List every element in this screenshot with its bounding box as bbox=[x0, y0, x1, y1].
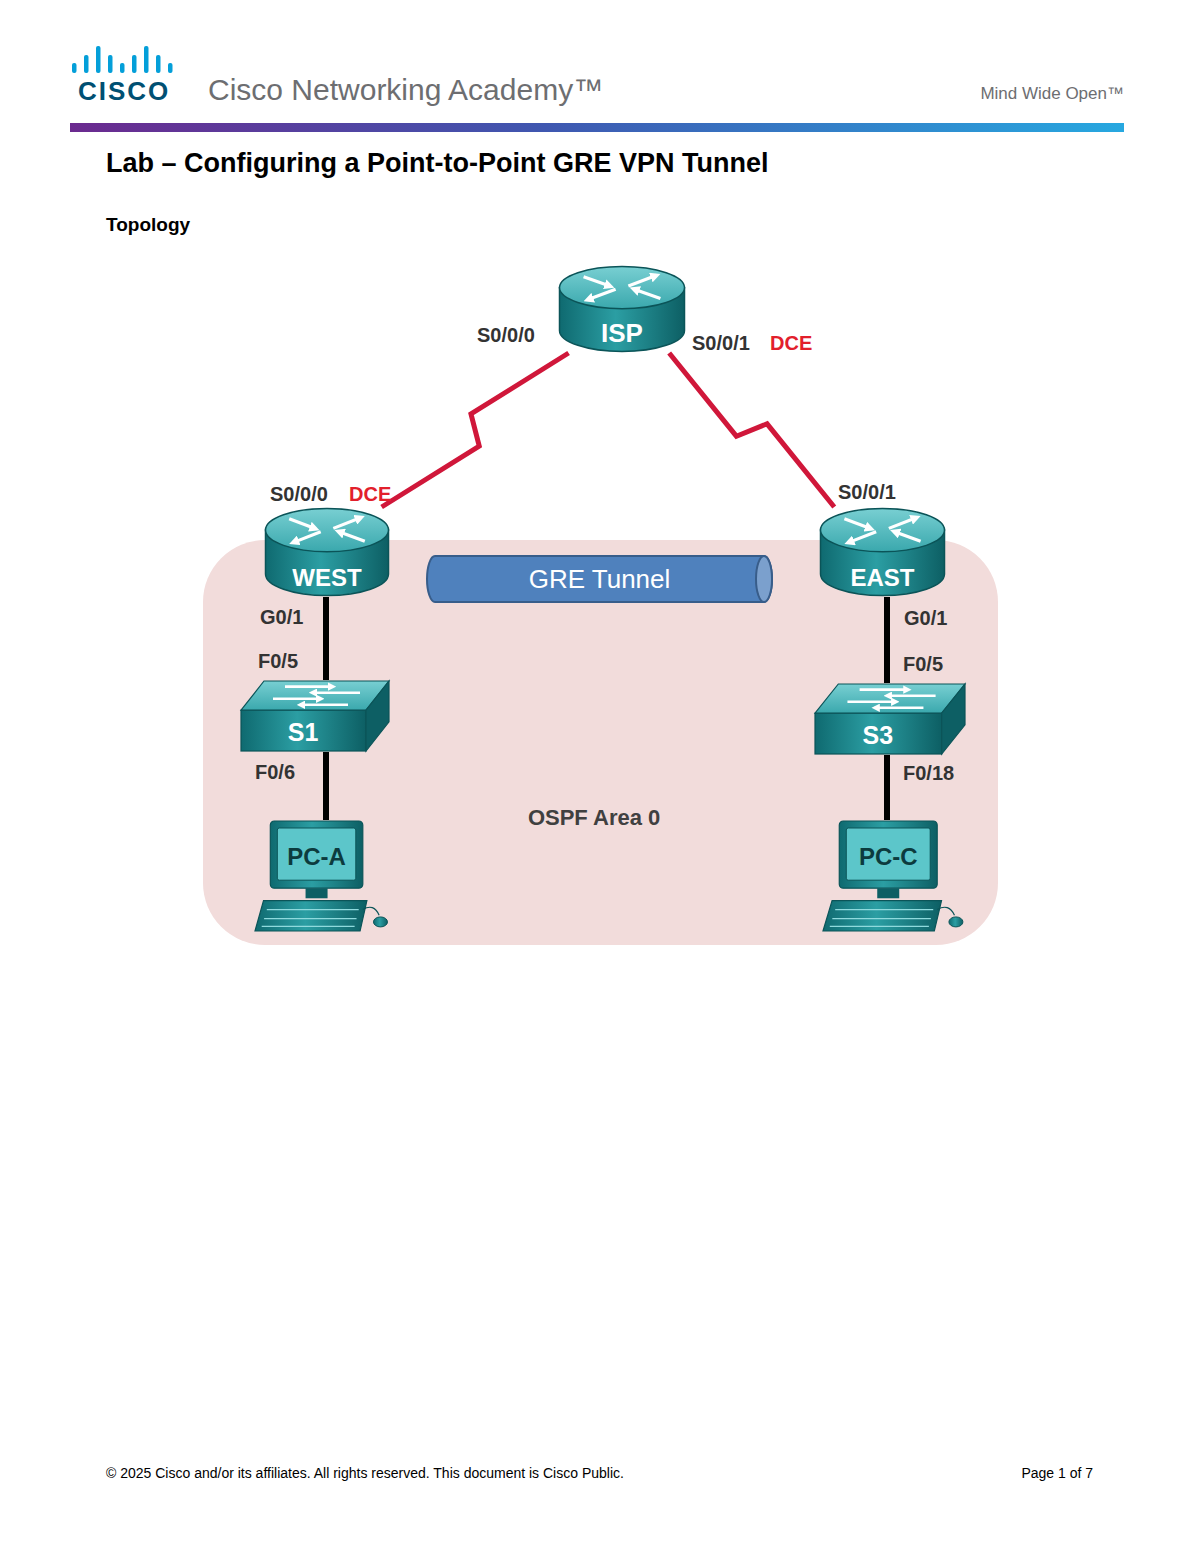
switch-top bbox=[815, 684, 965, 713]
switch-side bbox=[942, 684, 965, 754]
interface-label: F0/5 bbox=[258, 650, 298, 673]
switch-arrow bbox=[273, 697, 321, 700]
switch-top bbox=[241, 681, 389, 710]
area-label: OSPF Area 0 bbox=[394, 806, 794, 830]
tagline: Mind Wide Open™ bbox=[980, 84, 1124, 104]
router-node: EAST bbox=[819, 507, 946, 597]
pc-node: PC-C bbox=[822, 820, 966, 932]
switch-arrow bbox=[875, 706, 924, 709]
dce-marker: DCE bbox=[770, 332, 812, 355]
interface-label: F0/6 bbox=[255, 761, 295, 784]
router-arrow bbox=[293, 532, 321, 543]
keyboard bbox=[823, 901, 942, 931]
switch-arrow bbox=[285, 685, 333, 688]
router-top bbox=[821, 509, 945, 552]
device-label: GRE Tunnel bbox=[400, 565, 800, 594]
router-arrow bbox=[848, 532, 876, 543]
router-top bbox=[560, 267, 685, 309]
logo-bars bbox=[72, 46, 173, 73]
switch-arrow bbox=[300, 703, 348, 706]
router-arrow bbox=[634, 289, 661, 299]
interface-label: F0/5 bbox=[903, 653, 943, 676]
mouse bbox=[949, 917, 963, 927]
mouse bbox=[373, 917, 387, 927]
header-art bbox=[0, 0, 1200, 140]
pc-outline bbox=[822, 820, 966, 932]
switch-arrow bbox=[860, 688, 909, 691]
keyboard-keys bbox=[262, 926, 355, 927]
gre-tunnel: GRE Tunnel bbox=[427, 555, 772, 603]
router-arrow bbox=[587, 289, 615, 300]
ospf-area-band: OSPF Area 0WESTGRE TunnelEASTS1S3PC-APC-… bbox=[203, 540, 998, 945]
serial-link bbox=[669, 353, 834, 507]
device-label: PC-C bbox=[688, 844, 1088, 870]
mouse-cord bbox=[937, 907, 954, 915]
logo-wordmark: CISCO bbox=[78, 77, 170, 107]
page-number: Page 1 of 7 bbox=[1021, 1465, 1093, 1481]
keyboard bbox=[255, 901, 367, 931]
ethernet-link bbox=[323, 597, 329, 680]
keyboard-keys bbox=[267, 909, 359, 910]
switch-arrow bbox=[312, 691, 360, 694]
switch-arrow bbox=[847, 700, 896, 703]
interface-label: S0/0/1 bbox=[838, 481, 896, 504]
router-arrow bbox=[628, 275, 656, 286]
router-arrow bbox=[289, 519, 315, 529]
section-heading: Topology bbox=[106, 214, 190, 236]
router-arrow bbox=[333, 518, 361, 529]
interface-label: S0/0/0 bbox=[477, 324, 535, 347]
router-top bbox=[266, 509, 389, 552]
brand-name: Cisco Networking Academy™ bbox=[208, 73, 603, 108]
mouse-cord bbox=[363, 907, 379, 915]
router-arrow bbox=[844, 519, 871, 529]
monitor-stand bbox=[306, 888, 328, 898]
switch-side bbox=[366, 681, 389, 751]
header-rule bbox=[70, 123, 1124, 132]
router-arrow bbox=[338, 531, 364, 541]
switch-arrow bbox=[887, 694, 936, 697]
router-node: ISP bbox=[558, 265, 686, 353]
interface-label: S0/0/0 bbox=[270, 483, 328, 506]
keyboard-keys bbox=[832, 918, 931, 919]
keyboard-keys bbox=[835, 909, 933, 910]
device-label: S1 bbox=[103, 719, 503, 747]
tunnel-end bbox=[756, 556, 772, 602]
copyright-footer: © 2025 Cisco and/or its affiliates. All … bbox=[106, 1465, 624, 1481]
keyboard-keys bbox=[264, 918, 356, 919]
ethernet-link bbox=[884, 755, 890, 820]
interface-label: G0/1 bbox=[260, 606, 303, 629]
router-node: WEST bbox=[264, 507, 390, 597]
device-label: EAST bbox=[683, 565, 1083, 591]
router-arrow bbox=[894, 531, 921, 541]
pc-outline bbox=[254, 820, 390, 932]
dce-marker: DCE bbox=[349, 483, 391, 506]
interface-label: F0/18 bbox=[903, 762, 954, 785]
router-arrow bbox=[584, 277, 611, 287]
interface-label: S0/0/1 bbox=[692, 332, 750, 355]
monitor-stand bbox=[877, 888, 899, 898]
serial-link bbox=[382, 353, 569, 507]
device-label: S3 bbox=[678, 722, 1078, 750]
router-arrow bbox=[889, 518, 917, 529]
interface-label: G0/1 bbox=[904, 607, 947, 630]
pc-node: PC-A bbox=[254, 820, 390, 932]
ethernet-link bbox=[323, 752, 329, 820]
ethernet-link bbox=[884, 597, 890, 683]
switch-node: S3 bbox=[814, 683, 966, 755]
page-title: Lab – Configuring a Point-to-Point GRE V… bbox=[106, 148, 768, 179]
device-label: PC-A bbox=[117, 844, 517, 870]
keyboard-keys bbox=[830, 926, 929, 927]
switch-node: S1 bbox=[240, 680, 390, 752]
